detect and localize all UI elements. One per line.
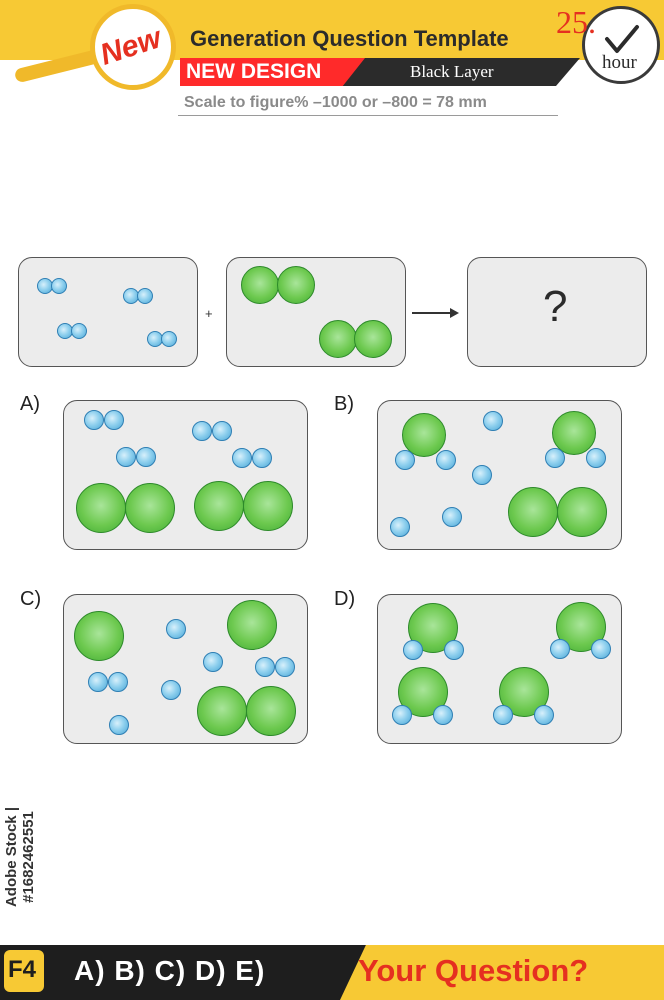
blue-atom [161,331,177,347]
blue-atom [137,288,153,304]
reactant-box-2 [226,257,406,367]
blue-atom [493,705,513,725]
blue-atom [84,410,104,430]
green-atom [552,411,596,455]
answer-options: A) B) C) D) E) [74,955,266,986]
plus-sign: + [205,306,213,321]
green-atom [197,686,247,736]
blue-atom [591,639,611,659]
option-a-box[interactable] [63,400,308,550]
product-box: ? [467,257,647,367]
clock-number: 25. [556,4,596,40]
blue-atom [203,652,223,672]
green-atom [557,487,607,537]
blue-atom [550,639,570,659]
blue-atom [433,705,453,725]
green-atom [277,266,315,304]
green-atom [319,320,357,358]
green-atom [499,667,549,717]
blue-atom [51,278,67,294]
green-atom [76,483,126,533]
blue-atom [108,672,128,692]
footer-badge [4,950,44,992]
reaction-arrow [412,312,452,314]
blue-atom [390,517,410,537]
blue-atom [166,619,186,639]
magnifier-icon [90,4,176,90]
blue-atom [472,465,492,485]
clock-unit: hour [602,52,637,73]
option-b-label: B) [334,393,354,415]
blue-atom [109,715,129,735]
option-d-box[interactable] [377,594,622,744]
blue-atom [436,450,456,470]
blue-atom [275,657,295,677]
reactant-box-1 [18,257,198,367]
green-atom [74,611,124,661]
your-question: Your Question? [358,953,589,988]
blue-atom [192,421,212,441]
blue-atom [392,705,412,725]
blue-atom [161,680,181,700]
blue-atom [545,448,565,468]
blue-atom [442,507,462,527]
green-atom [243,481,293,531]
divider [178,115,558,116]
arrow-head-icon [450,308,459,318]
option-a-label: A) [20,393,40,415]
blue-atom [255,657,275,677]
blue-atom [116,447,136,467]
blue-atom [403,640,423,660]
blue-atom [586,448,606,468]
blue-atom [483,411,503,431]
blue-atom [71,323,87,339]
stock-id: Adobe Stock | #1682462551 [3,806,37,908]
blue-atom [232,448,252,468]
green-atom [246,686,296,736]
option-d-label: D) [334,588,356,610]
blue-atom [444,640,464,660]
green-atom [508,487,558,537]
option-c-label: C) [20,588,42,610]
green-atom [402,413,446,457]
footer-badge-label: F4 [8,956,37,983]
question-mark: ? [543,282,568,331]
blue-atom [534,705,554,725]
blue-atom [104,410,124,430]
page-title: Generation Question Template [190,26,509,51]
option-b-box[interactable] [377,400,622,550]
footer-highlight [340,945,664,1000]
green-atom [241,266,279,304]
option-c-box[interactable] [63,594,308,744]
blue-atom [252,448,272,468]
green-atom [227,600,277,650]
layer-label: Black Layer [410,62,494,81]
blue-atom [136,447,156,467]
green-atom [354,320,392,358]
new-design-label: NEW DESIGN [186,60,322,83]
green-atom [125,483,175,533]
blue-atom [395,450,415,470]
scale-note: Scale to figure% –1000 or –800 = 78 mm [184,94,487,111]
clock-icon [582,6,660,84]
blue-atom [88,672,108,692]
blue-atom [212,421,232,441]
new-design-bar [180,58,365,86]
green-atom [194,481,244,531]
